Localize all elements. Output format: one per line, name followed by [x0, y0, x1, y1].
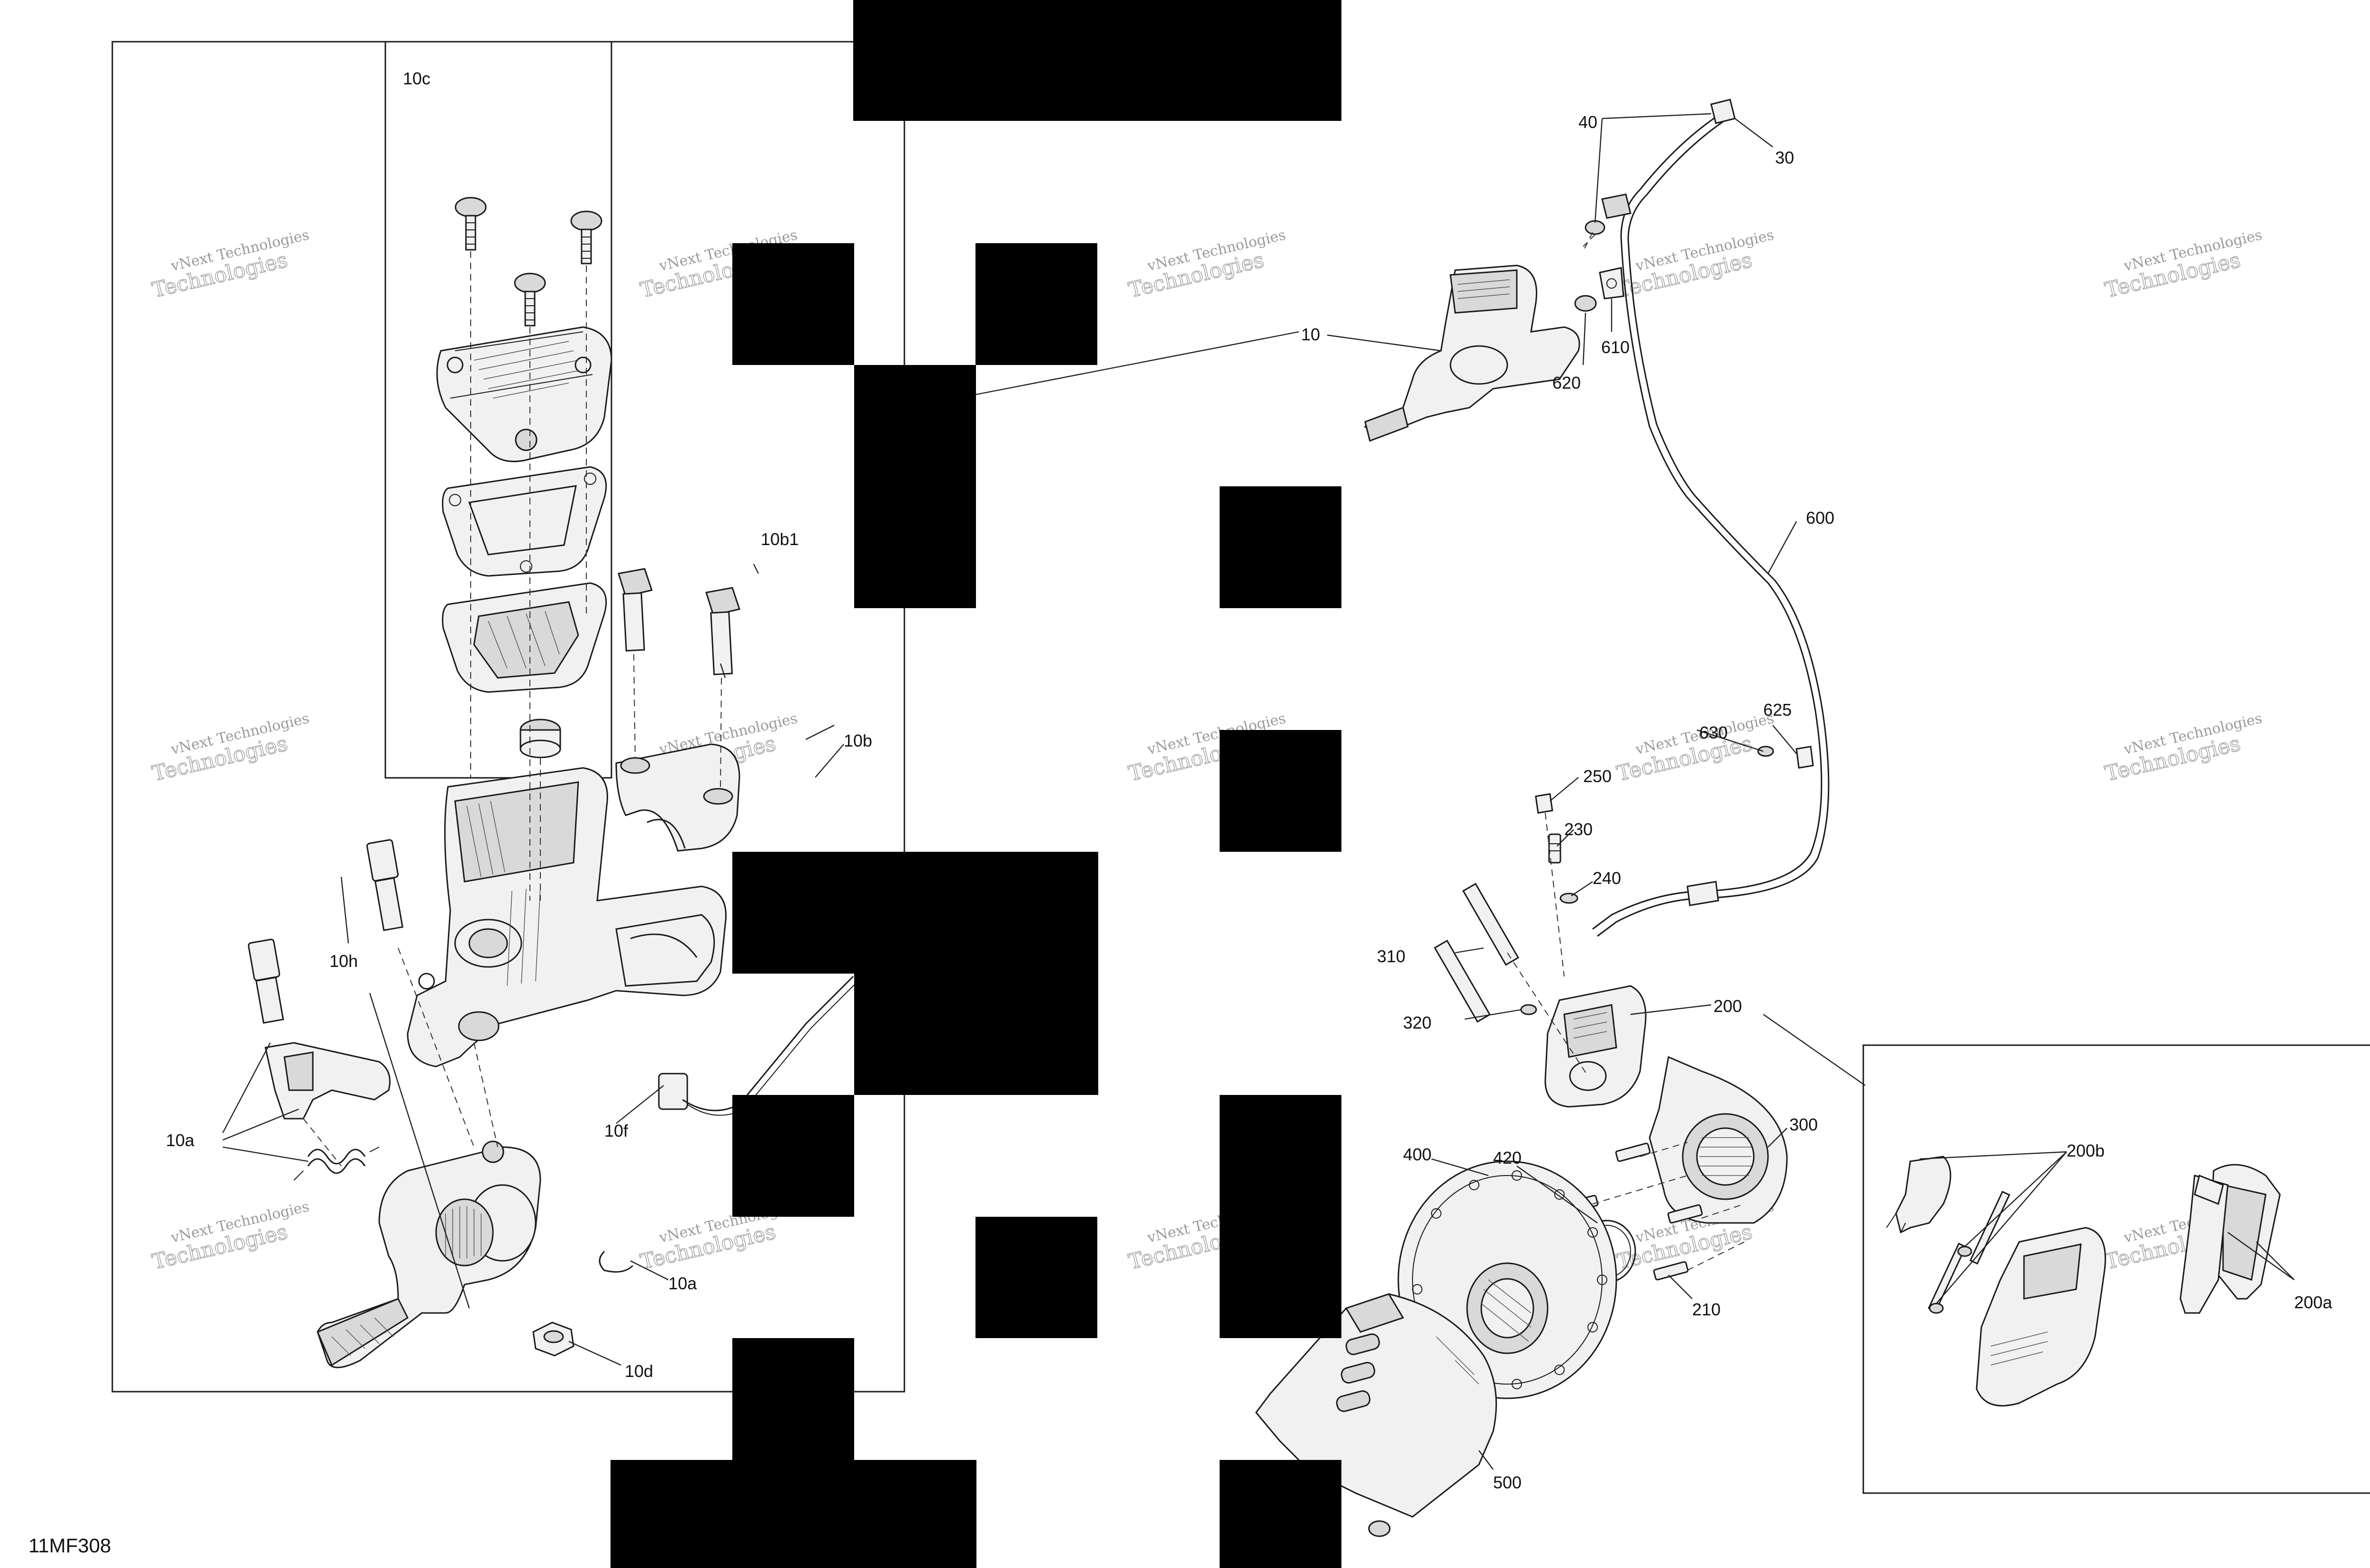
assembly-axes-right	[1507, 232, 1745, 1271]
master-cylinder-body	[407, 767, 727, 1067]
brake-switch-wire	[658, 975, 858, 1116]
reservoir-plug	[520, 719, 561, 758]
banjo-fitting	[1583, 220, 1605, 247]
caliper-washer	[1520, 1004, 1537, 1015]
cover-screw	[455, 197, 487, 251]
callout-10a-left: 10a	[166, 1130, 195, 1150]
callout-10b: 10b	[844, 731, 872, 750]
clamp-bolt	[618, 568, 653, 652]
bracket-bolt	[1667, 1204, 1703, 1224]
callout-10a-bottom: 10a	[668, 1274, 697, 1293]
pad-spring	[1895, 1156, 1951, 1234]
callout-625: 625	[1763, 700, 1792, 720]
brake-pad-inner	[2179, 1175, 2229, 1314]
cover-screw	[514, 273, 546, 327]
lever-pin	[247, 939, 284, 1024]
callout-620: 620	[1552, 373, 1581, 392]
caliper-bolt	[1433, 939, 1491, 1023]
handlebar-clamp	[615, 743, 740, 852]
bracket-bolt	[1615, 1142, 1651, 1162]
callout-200b: 200b	[2067, 1141, 2105, 1160]
switch-bracket	[264, 1042, 391, 1120]
brake-caliper	[1544, 985, 1647, 1108]
callout-labels: 10c 10b1 10b 10h 10a 10f 10a 10d 10 40 3…	[28, 69, 2333, 1557]
assembly-axes-left	[303, 251, 722, 1167]
callout-610: 610	[1601, 337, 1630, 357]
callout-200a: 200a	[2294, 1293, 2333, 1312]
callout-10d: 10d	[625, 1361, 653, 1381]
cover-screw	[570, 210, 602, 264]
caliper-bolt	[1462, 883, 1520, 966]
brake-hose	[1592, 99, 1830, 937]
callout-230: 230	[1564, 820, 1593, 839]
callout-200: 200	[1714, 996, 1742, 1016]
detail-frame-caliper-kit	[1862, 1044, 2370, 1494]
leader-lines	[222, 113, 2295, 1470]
reservoir-cover	[436, 326, 612, 462]
callout-10: 10	[1301, 325, 1320, 344]
pad-pin	[1928, 1191, 2011, 1314]
reservoir-cover-group	[436, 197, 612, 693]
detail-frame-reservoir-cover	[384, 41, 612, 779]
lever-spring	[293, 1147, 380, 1181]
caliper-bracket	[1649, 1056, 1788, 1224]
callout-10b1: 10b1	[761, 529, 799, 549]
pivot-bolt	[366, 839, 403, 931]
callout-310: 310	[1377, 947, 1405, 966]
callout-10c: 10c	[403, 69, 430, 88]
bracket-bolt	[1653, 1261, 1689, 1281]
document-id: 11MF308	[28, 1534, 111, 1557]
callout-300: 300	[1789, 1115, 1818, 1134]
hose-clip-screw	[1574, 295, 1597, 312]
assembly-axis	[1545, 812, 1565, 977]
hose-guide-screw	[1757, 746, 1774, 757]
callout-600: 600	[1806, 508, 1834, 528]
callout-420: 420	[1493, 1148, 1522, 1167]
callout-10f: 10f	[604, 1121, 629, 1140]
pad-shim	[2194, 1174, 2224, 1205]
callout-320: 320	[1403, 1013, 1431, 1032]
callout-210: 210	[1692, 1300, 1721, 1319]
callout-250: 250	[1583, 766, 1612, 786]
cover-gasket	[442, 466, 607, 577]
callout-10h: 10h	[329, 951, 358, 971]
callout-630: 630	[1699, 723, 1728, 742]
brake-lever	[317, 1140, 541, 1368]
master-cylinder-assembly	[1364, 264, 1580, 442]
lever-nut	[532, 1322, 574, 1357]
circlip	[599, 1250, 634, 1273]
guard-screw	[1368, 1520, 1391, 1537]
clamp-bolt	[705, 587, 740, 675]
redaction-blocks	[611, 0, 1341, 1568]
hose-clip	[1599, 267, 1624, 300]
callout-40: 40	[1578, 112, 1597, 132]
bleeder-cap	[1535, 793, 1553, 814]
bleeder-screw	[1548, 833, 1561, 864]
callout-30: 30	[1775, 148, 1794, 167]
callout-500: 500	[1493, 1473, 1522, 1492]
callout-400: 400	[1403, 1145, 1431, 1164]
caliper-kit-detail	[1886, 1156, 2281, 1407]
reservoir-diaphragm	[442, 582, 607, 693]
banjo-washer	[1559, 893, 1578, 904]
hose-guide	[1796, 746, 1814, 769]
callout-240: 240	[1593, 868, 1621, 888]
